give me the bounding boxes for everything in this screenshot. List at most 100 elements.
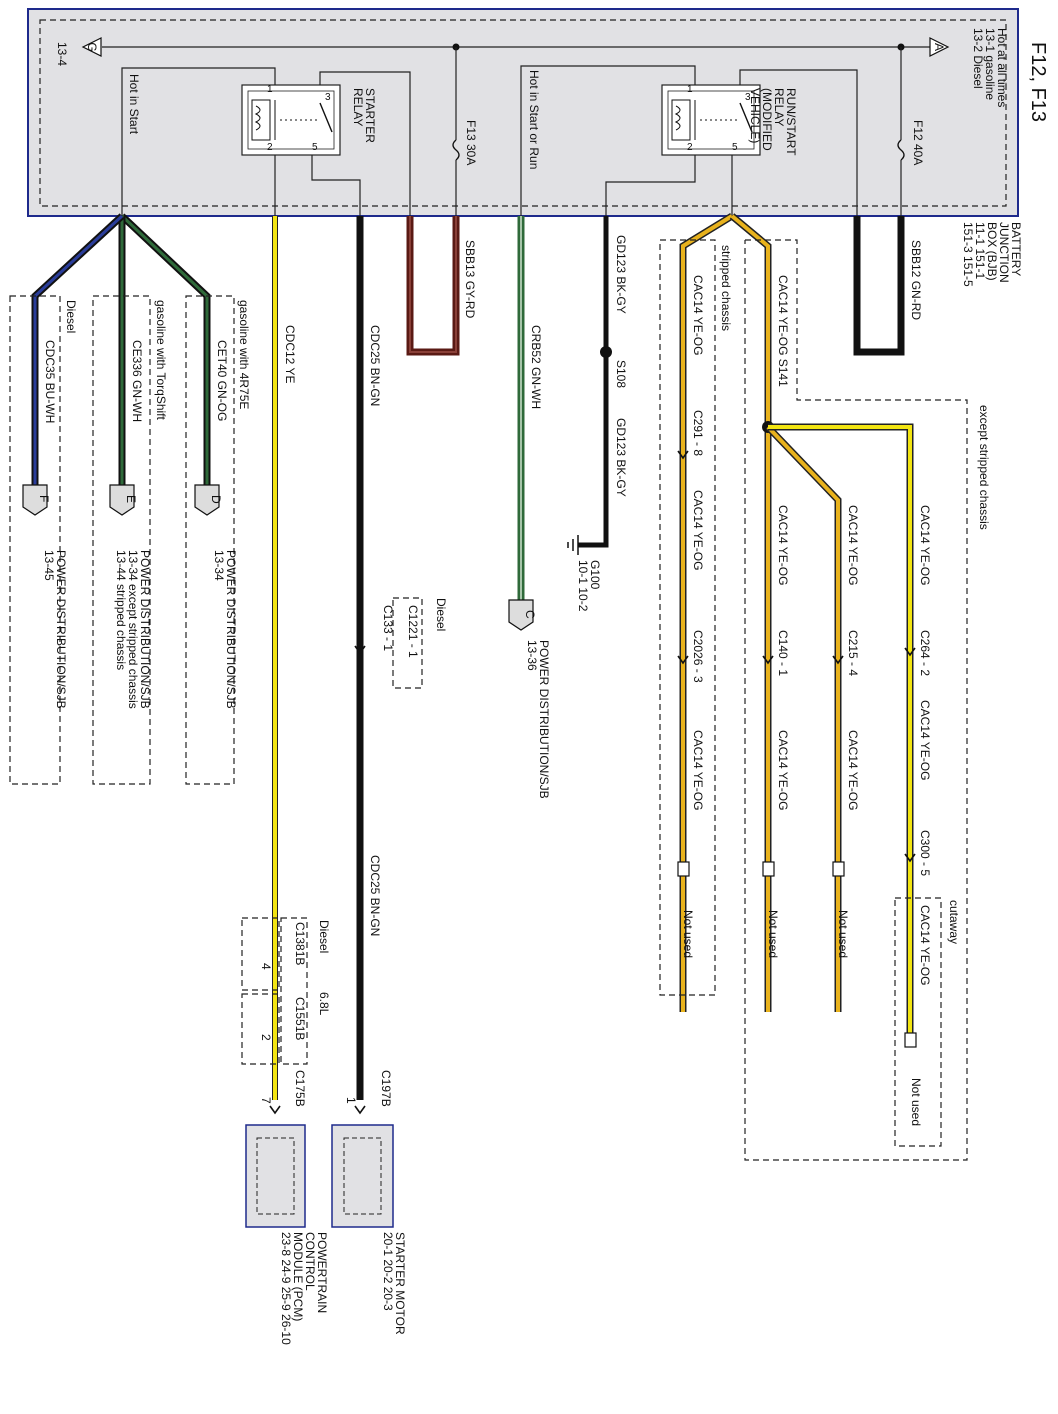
svg-text:13-44 stripped chassis: 13-44 stripped chassis xyxy=(114,550,128,670)
relay-pin-3: 3 xyxy=(745,92,751,103)
hot-in-start-label: Hot in Start xyxy=(127,74,141,135)
connector-g-icon xyxy=(81,37,102,57)
cac14-label-c: CAC14 YE-OG xyxy=(918,505,932,585)
c1381b-label: C1381B xyxy=(293,922,307,965)
svg-text:13-36: 13-36 xyxy=(525,640,539,671)
connector-f-letter: F xyxy=(37,495,51,502)
ce336-label: CE336 GN-WH xyxy=(130,340,144,422)
terminal-cutaway-icon xyxy=(904,1032,917,1048)
svg-text:BOX (BJB): BOX (BJB) xyxy=(985,222,999,281)
not-used-label-4: Not used xyxy=(909,1078,923,1126)
cdc25-label-bottom: CDC25 BN-GN xyxy=(368,855,382,936)
cet140-label: CET40 GN-OG xyxy=(215,340,229,421)
sbb13-wire xyxy=(406,216,460,356)
cac14-label-c3: CAC14 YE-OG xyxy=(918,905,932,985)
svg-text:BATTERY: BATTERY xyxy=(1009,222,1023,276)
svg-text:13-34 except stripped chassis: 13-34 except stripped chassis xyxy=(126,550,140,709)
ground-g100-icon xyxy=(567,535,579,555)
gd123-label-bottom: GD123 BK-GY xyxy=(614,418,628,497)
c1551b-box xyxy=(241,993,280,1065)
terminal-c215-icon xyxy=(832,861,845,877)
cac14-label-a2: CAC14 YE-OG xyxy=(776,730,790,810)
coil-winding xyxy=(254,105,261,131)
crb52-label: CRB52 GN-WH xyxy=(529,325,543,409)
diesel-small-label: Diesel xyxy=(317,920,331,953)
connector-c-letter: C xyxy=(523,610,537,619)
svg-text:POWER DISTRIBUTION/SJB: POWER DISTRIBUTION/SJB xyxy=(537,640,551,799)
svg-text:13-45: 13-45 xyxy=(42,550,56,581)
cutaway-label: cutaway xyxy=(947,900,961,944)
c1551b-label: C1551B xyxy=(293,997,307,1040)
left-branch-wires xyxy=(31,213,211,485)
svg-text:RELAY: RELAY xyxy=(772,88,786,126)
hot-in-start-or-run-label: Hot in Start or Run xyxy=(527,70,541,169)
connector-f-icon xyxy=(22,484,48,516)
f13-label: F13 30A xyxy=(464,120,478,165)
cac14-label-a: CAC14 YE-OG xyxy=(776,505,790,585)
cac14-label-stripped-3: CAC14 YE-OG xyxy=(691,730,705,810)
not-used-label-2: Not used xyxy=(766,910,780,958)
connector-d-letter: D xyxy=(209,495,223,504)
cac14-branch-3 xyxy=(768,425,912,1040)
stripped-chassis-box xyxy=(659,239,716,996)
relay-pin-5: 5 xyxy=(732,142,738,153)
c300-label: C300 - 5 xyxy=(918,830,932,876)
s108-label: S108 xyxy=(614,360,628,388)
svg-text:POWER DISTRIBUTION/SJB: POWER DISTRIBUTION/SJB xyxy=(138,550,152,709)
svg-text:POWERTRAIN: POWERTRAIN xyxy=(315,1232,329,1313)
pin-1-label: 1 xyxy=(344,1097,358,1104)
gd123-wire xyxy=(578,216,609,548)
starter-relay-feed xyxy=(319,71,411,216)
starter-relay-out xyxy=(311,155,361,216)
c175b-label: C175B xyxy=(293,1070,307,1107)
except-stripped-label: except stripped chassis xyxy=(977,405,991,530)
relay-pin-1: 1 xyxy=(687,84,693,95)
connector-a-label: A xyxy=(932,43,946,51)
run-start-relay-label: RUN/START RELAY (MODIFIED VEHICLE) xyxy=(748,88,798,156)
svg-text:13-34: 13-34 xyxy=(212,550,226,581)
relay-pin-2: 2 xyxy=(687,142,693,153)
sbb13-label: SBB13 GY-RD xyxy=(463,240,477,319)
cac14-main-label: CAC14 YE-OG S141 xyxy=(776,275,790,387)
starter-motor-inner xyxy=(343,1137,382,1215)
cac14-label-b2: CAC14 YE-OG xyxy=(846,730,860,810)
cac14-label-c2: CAC14 YE-OG xyxy=(918,700,932,780)
connector-e-letter: E xyxy=(124,495,138,503)
starter-relay-inner xyxy=(247,90,335,150)
svg-text:Hot at all times: Hot at all times xyxy=(995,28,1009,107)
gasoline-torqshift-label: gasoline with TorqShift xyxy=(154,300,168,421)
svg-text:JUNCTION: JUNCTION xyxy=(997,222,1011,283)
run-start-relay-switch-icon xyxy=(739,102,753,133)
svg-text:STARTER MOTOR: STARTER MOTOR xyxy=(393,1232,407,1335)
f12-label: F12 40A xyxy=(911,120,925,165)
c1381b-box xyxy=(241,917,280,991)
pin-7-label: 7 xyxy=(259,1097,273,1104)
bjb-label: BATTERY JUNCTION BOX (BJB) 11-1 151-1 15… xyxy=(961,222,1023,287)
dest-e-label: POWER DISTRIBUTION/SJB 13-34 except stri… xyxy=(114,550,152,709)
c291-label: C291 - 8 xyxy=(691,410,705,456)
relay-pin-5: 5 xyxy=(312,142,318,153)
c133-label: C133 - 1 xyxy=(381,605,395,651)
c215-label: C215 - 4 xyxy=(846,630,860,676)
not-used-label-1: Not used xyxy=(681,910,695,958)
svg-text:13-1 gasoline: 13-1 gasoline xyxy=(983,28,997,100)
c264-label: C264 - 2 xyxy=(918,630,932,676)
run-start-coil-out xyxy=(605,155,696,216)
except-stripped-chassis-box xyxy=(744,239,968,1161)
ground-ref: 13-4 xyxy=(55,42,69,66)
starter-relay-coil-icon xyxy=(251,99,271,141)
c197b-connector-icon xyxy=(354,1105,366,1114)
svg-text:MODULE (PCM): MODULE (PCM) xyxy=(291,1232,305,1321)
svg-text:STARTER: STARTER xyxy=(363,88,377,143)
starter-motor-label: STARTER MOTOR 20-1 20-2 20-3 xyxy=(381,1232,407,1335)
starter-motor-component xyxy=(331,1124,394,1228)
bjb-box xyxy=(27,8,1019,217)
g100-refs: 10-1 10-2 xyxy=(576,560,590,612)
relay-pin-2: 2 xyxy=(267,142,273,153)
cac14-label-stripped-2: CAC14 YE-OG xyxy=(691,490,705,570)
relay-pin-3: 3 xyxy=(325,92,331,103)
pcm-label: POWERTRAIN CONTROL MODULE (PCM) 23-8 24-… xyxy=(279,1232,329,1345)
sbb13-wire-stripe xyxy=(409,216,457,353)
page-title: F12, F13 xyxy=(1027,42,1049,122)
